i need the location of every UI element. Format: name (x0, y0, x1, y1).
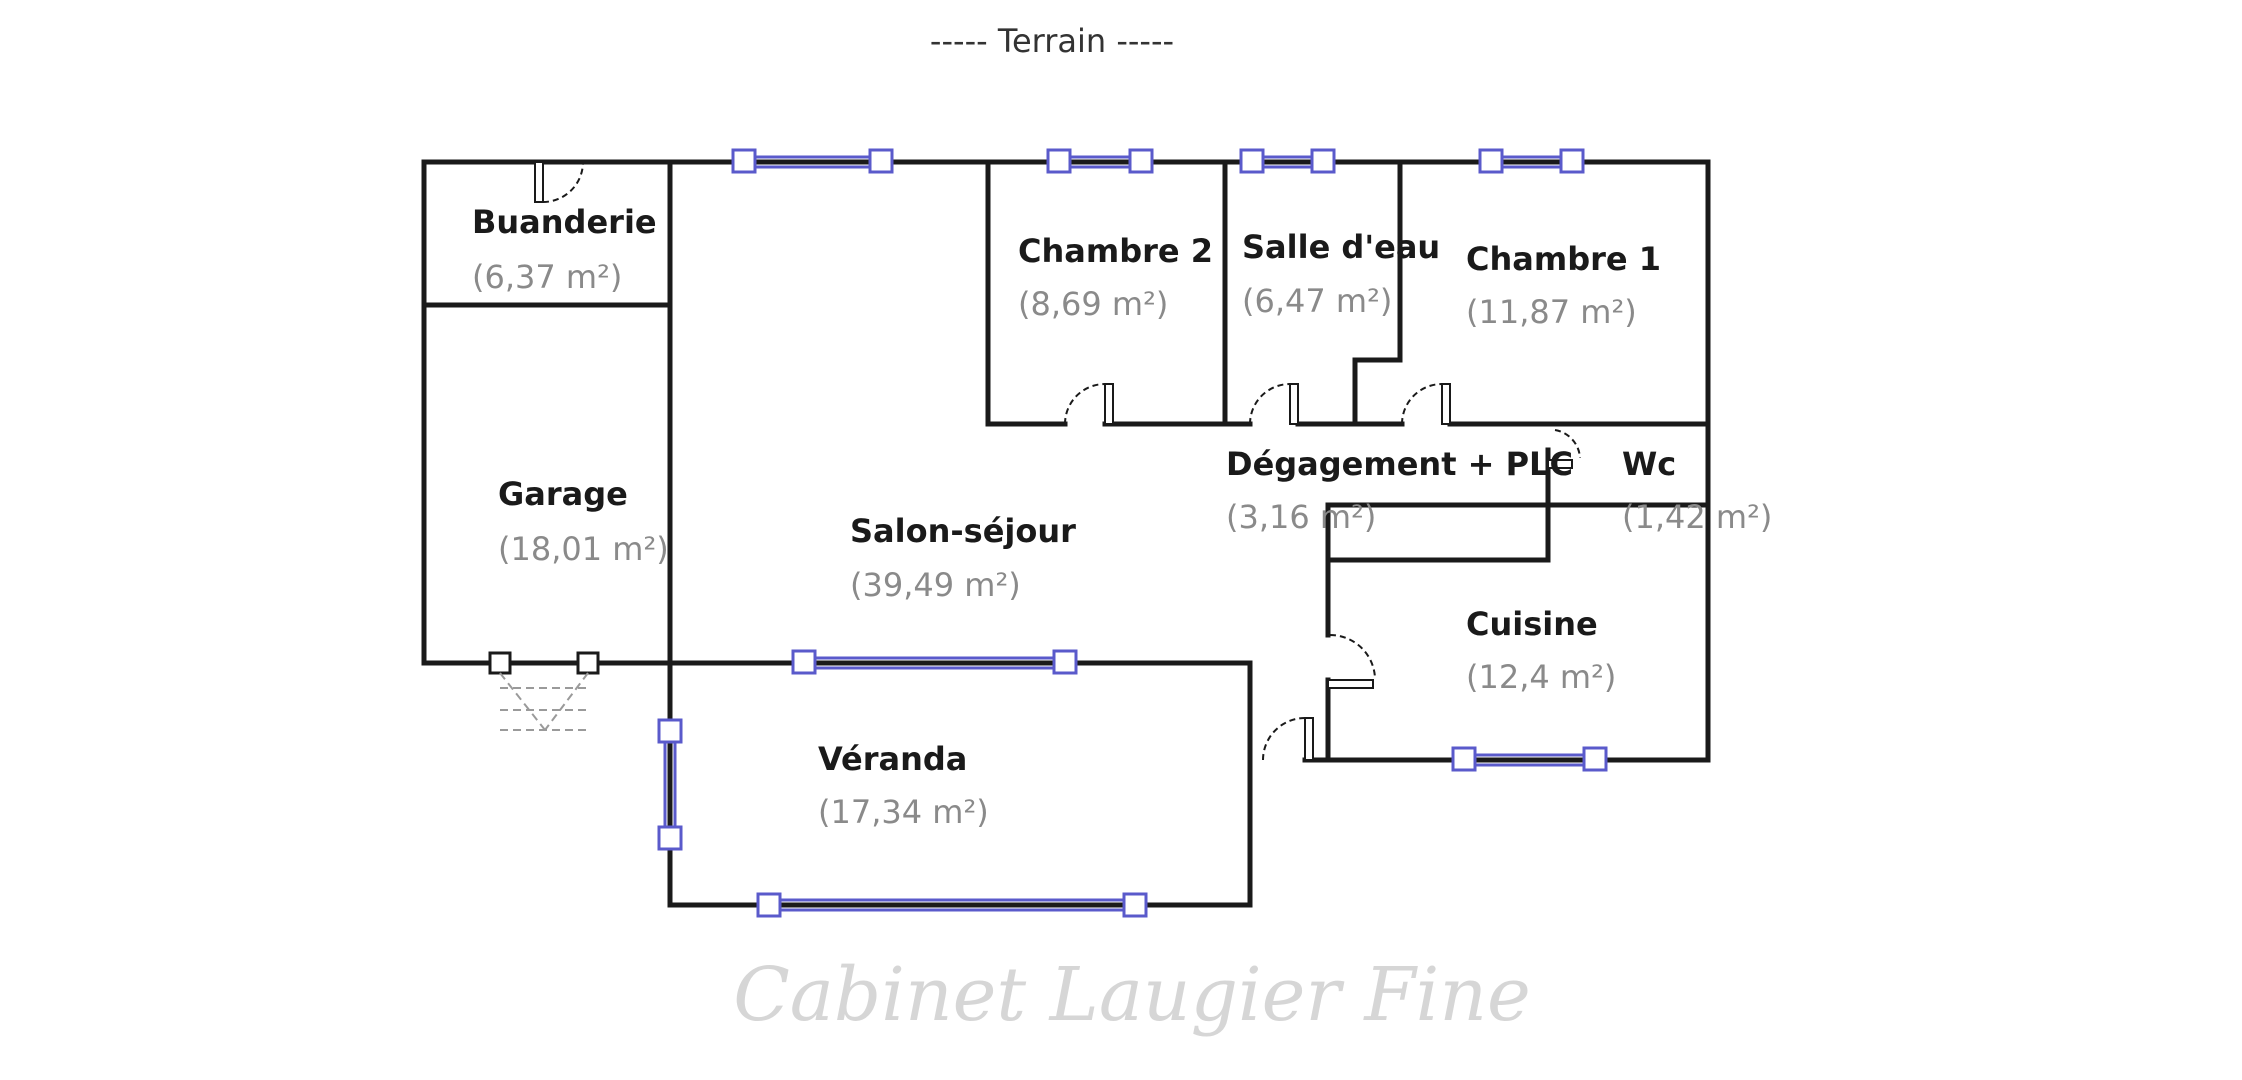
room-area-garage: (18,01 m²) (498, 530, 669, 568)
room-name-degagement: Dégagement + PLC (1226, 445, 1573, 483)
room-name-wc: Wc (1622, 445, 1676, 483)
room-name-chambre-1: Chambre 1 (1466, 240, 1661, 278)
room-name-salon-sejour: Salon-séjour (850, 512, 1076, 550)
door-cuisine (1327, 633, 1376, 689)
room-area-wc: (1,42 m²) (1622, 498, 1772, 536)
window-salon-top (731, 148, 894, 174)
window-chambre1 (1478, 148, 1585, 174)
door-buanderie (534, 161, 584, 203)
window-chambre2 (1046, 148, 1154, 174)
walls (421, 159, 1711, 908)
window-veranda-bottom (756, 892, 1148, 918)
window-cuisine (1451, 746, 1608, 772)
room-name-cuisine: Cuisine (1466, 605, 1598, 643)
room-name-buanderie: Buanderie (472, 203, 657, 241)
room-name-veranda: Véranda (818, 740, 967, 778)
door-veranda (1262, 717, 1314, 761)
room-area-salon-sejour: (39,49 m²) (850, 566, 1021, 604)
room-area-chambre-2: (8,69 m²) (1018, 285, 1168, 323)
room-labels: Buanderie (6,37 m²) Garage (18,01 m²) Ch… (472, 203, 1772, 831)
room-name-garage: Garage (498, 475, 628, 513)
door-wc (1547, 429, 1581, 469)
doors (534, 161, 1581, 761)
door-chambre1 (1401, 383, 1451, 425)
watermark: Cabinet Laugier Fine (733, 952, 1531, 1038)
windows (657, 148, 1608, 918)
window-salledeau (1239, 148, 1336, 174)
window-veranda-left (657, 718, 683, 851)
garage-door (488, 651, 600, 731)
room-area-veranda: (17,34 m²) (818, 793, 989, 831)
room-area-chambre-1: (11,87 m²) (1466, 293, 1637, 331)
window-veranda-top (791, 649, 1078, 675)
room-area-degagement: (3,16 m²) (1226, 498, 1376, 536)
room-area-buanderie: (6,37 m²) (472, 258, 622, 296)
room-area-salle-deau: (6,47 m²) (1242, 282, 1392, 320)
door-chambre2 (1064, 383, 1114, 425)
door-salledeau (1249, 383, 1299, 425)
terrain-label: ----- Terrain ----- (930, 22, 1174, 60)
room-area-cuisine: (12,4 m²) (1466, 658, 1616, 696)
room-name-chambre-2: Chambre 2 (1018, 232, 1213, 270)
room-name-salle-deau: Salle d'eau (1242, 228, 1440, 266)
